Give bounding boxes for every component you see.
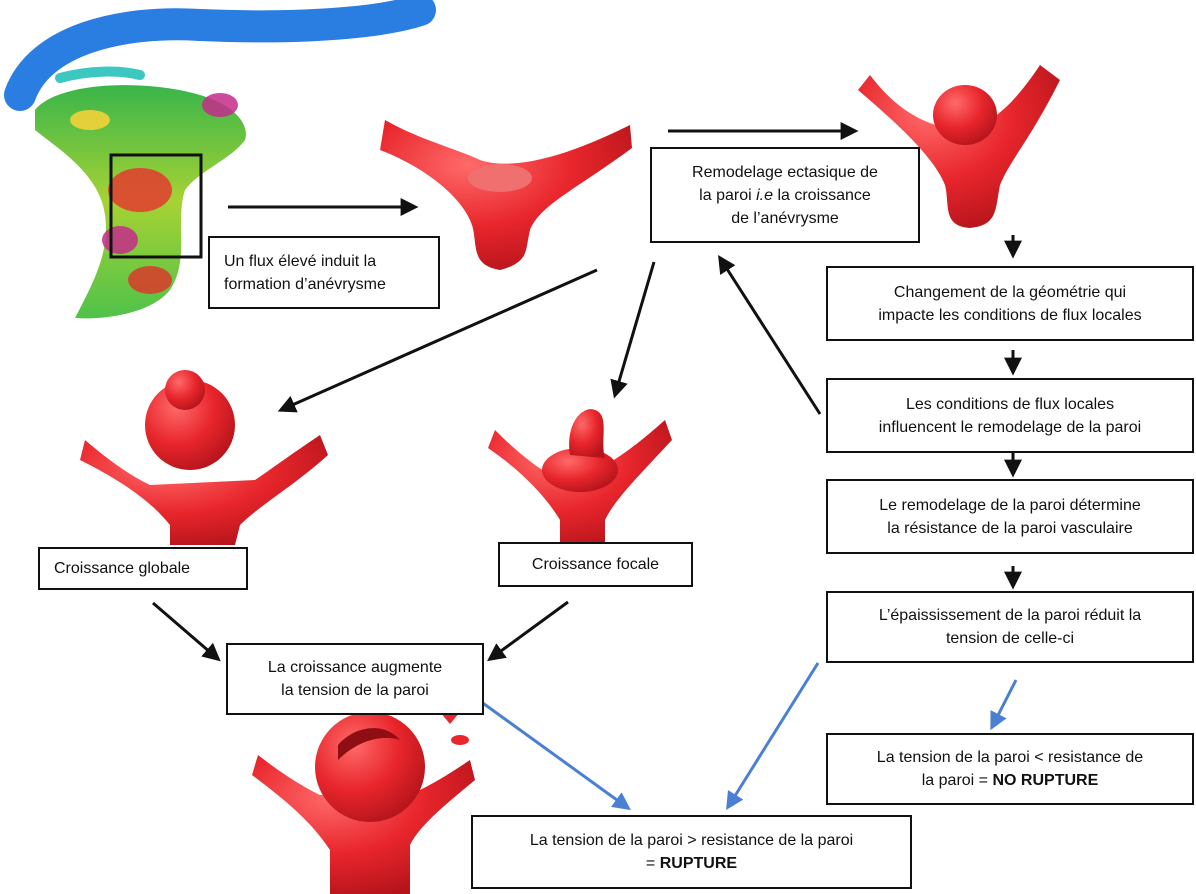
box-rupture: La tension de la paroi > resistance de l… [471,815,912,889]
vessel-global-growth [80,370,328,545]
arrow-thickening-to-no-rupture [990,679,1018,731]
box-text: la tension de la paroi [281,682,429,699]
box-text: Un flux élevé induit la [224,252,377,270]
hotspot [108,168,172,212]
box-text: Changement de la géométrie qui [893,283,1127,301]
box-text: la croissance [773,186,871,204]
box-growth-tension: La croissance augmente la tension de la … [226,643,484,715]
box-text: la paroi = [921,772,993,789]
box-global-growth: Croissance globale [38,547,248,590]
box-text: la paroi [699,186,757,204]
box-text: formation d’anévrysme [224,275,386,293]
box-text: Les conditions de flux locales [905,395,1115,413]
box-high-flow: Un flux élevé induit la formation d’anév… [208,236,440,309]
vessel-initial-aneurysm [380,120,632,270]
box-wall-remodel: Le remodelage de la paroi détermine la r… [826,479,1194,554]
box-text: influencent le remodelage de la paroi [878,418,1142,436]
blue-vessel-arc [4,0,436,111]
box-text: tension de celle-ci [945,630,1075,647]
cyan-branch [55,66,145,83]
box-text: = [645,855,660,872]
box-text: La tension de la paroi > resistance de l… [529,832,854,849]
box-text-italic: i.e [756,186,773,204]
box-text: L’épaississement de la paroi réduit la [878,607,1142,624]
box-text: impacte les conditions de flux locales [878,306,1142,324]
box-text: Le remodelage de la paroi détermine [879,496,1141,514]
vessel-focal-growth [488,409,672,548]
arrow-tension-to-rupture [461,686,631,811]
box-text-bold: RUPTURE [659,855,738,872]
region-of-interest-box [109,153,203,259]
arrow-to-focal-growth [610,261,656,399]
box-text: Remodelage ectasique de [692,163,878,181]
box-local-flow: Les conditions de flux locales influence… [826,378,1194,453]
arrow-to-global-growth [277,268,598,413]
box-no-rupture: La tension de la paroi < resistance de l… [826,733,1194,805]
box-geometry-change: Changement de la géométrie qui impacte l… [826,266,1194,341]
rupture-droplet [451,735,469,745]
arrow-feedback-to-ectasic [718,254,822,415]
box-text-bold: NO RUPTURE [992,772,1099,789]
cfd-artery-image [4,0,436,319]
box-text: Croissance globale [54,560,191,577]
hotspot [102,226,138,254]
box-text: de l’anévrysme [731,209,839,227]
box-ectasic-remodeling: Remodelage ectasique de la paroi i.e la … [650,147,920,243]
box-text: la résistance de la paroi vasculaire [887,519,1133,537]
arrow-focal-to-tension [487,600,569,662]
arrow-global-to-tension [152,601,221,662]
hotspot [70,110,110,130]
arrow-thickening-to-rupture [726,662,820,811]
hotspot [128,266,172,294]
box-focal-growth: Croissance focale [498,542,693,587]
box-text: La croissance augmente [267,659,443,676]
box-thickening: L’épaississement de la paroi réduit la t… [826,591,1194,663]
box-text: La tension de la paroi < resistance de [876,749,1144,766]
box-text: Croissance focale [531,556,660,573]
hotspot [202,93,238,117]
vessel-small-bulb [858,65,1060,228]
